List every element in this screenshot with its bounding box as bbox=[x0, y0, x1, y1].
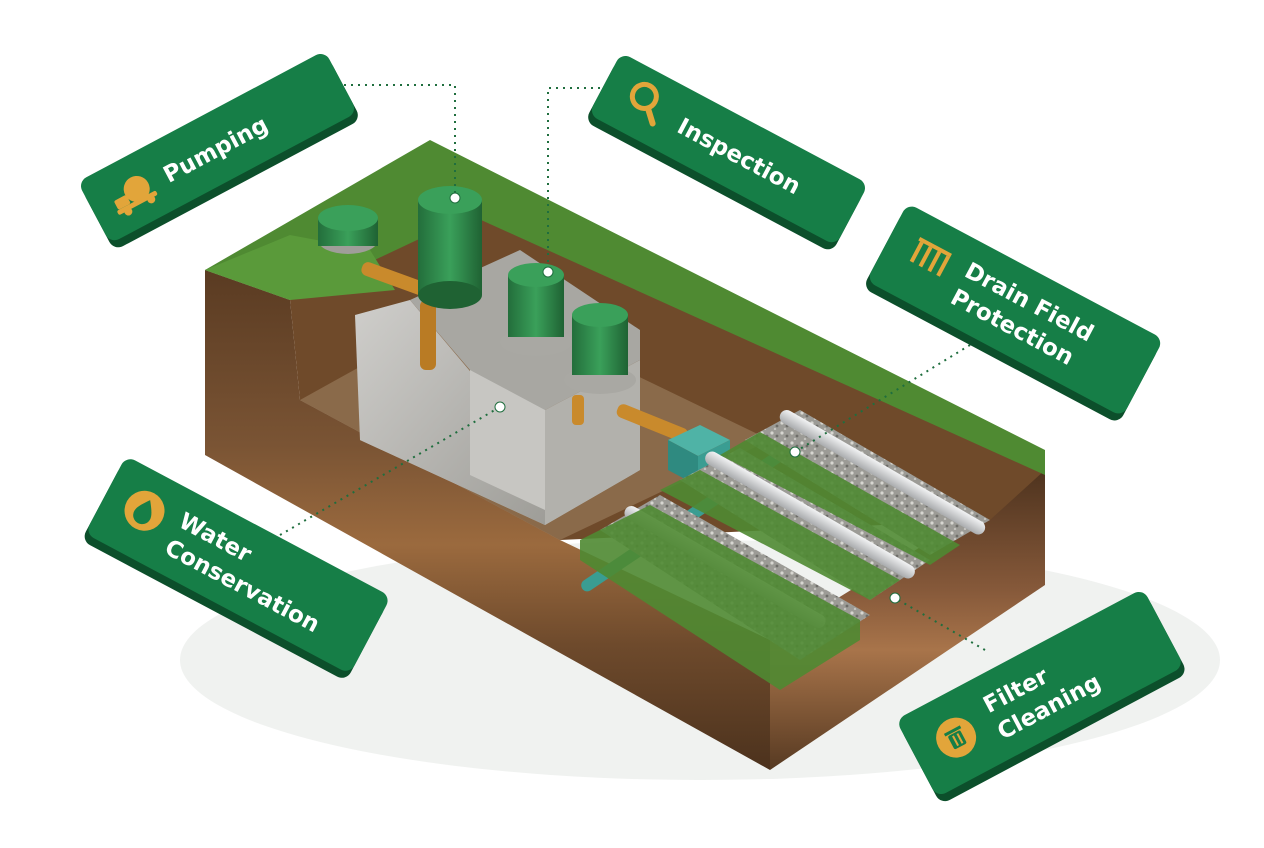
label-inspection: Inspection bbox=[588, 56, 865, 250]
magnifier-icon bbox=[629, 81, 659, 127]
leader-water-conservation bbox=[279, 406, 501, 536]
trash-filter-icon bbox=[936, 717, 977, 758]
leader-dots bbox=[449, 192, 901, 604]
grass-top bbox=[205, 140, 1045, 475]
riser-middle bbox=[500, 263, 572, 356]
label-drain-field: Drain Field Protection bbox=[866, 206, 1161, 421]
riser-main bbox=[418, 186, 482, 309]
riser-left bbox=[318, 205, 378, 254]
pump-truck-icon bbox=[114, 175, 158, 216]
drain-field bbox=[580, 410, 990, 690]
label-water-conservation: Water Conservation bbox=[84, 459, 388, 678]
riser-right bbox=[564, 303, 636, 394]
soil-front-left bbox=[205, 270, 770, 770]
leader-lines bbox=[279, 84, 986, 651]
label-filter-cleaning: Filter Cleaning bbox=[899, 591, 1185, 802]
inlet-pipe bbox=[361, 262, 429, 296]
baffle-pipe bbox=[572, 395, 584, 425]
label-pumping: Pumping bbox=[81, 54, 358, 248]
inlet-drop-pipe bbox=[420, 300, 436, 370]
water-drop-icon bbox=[124, 490, 165, 531]
tank-right-wall bbox=[545, 360, 640, 525]
drain-pipes-icon bbox=[909, 236, 952, 277]
outlet-pipe bbox=[616, 404, 688, 442]
soil-front-right bbox=[770, 470, 1045, 770]
